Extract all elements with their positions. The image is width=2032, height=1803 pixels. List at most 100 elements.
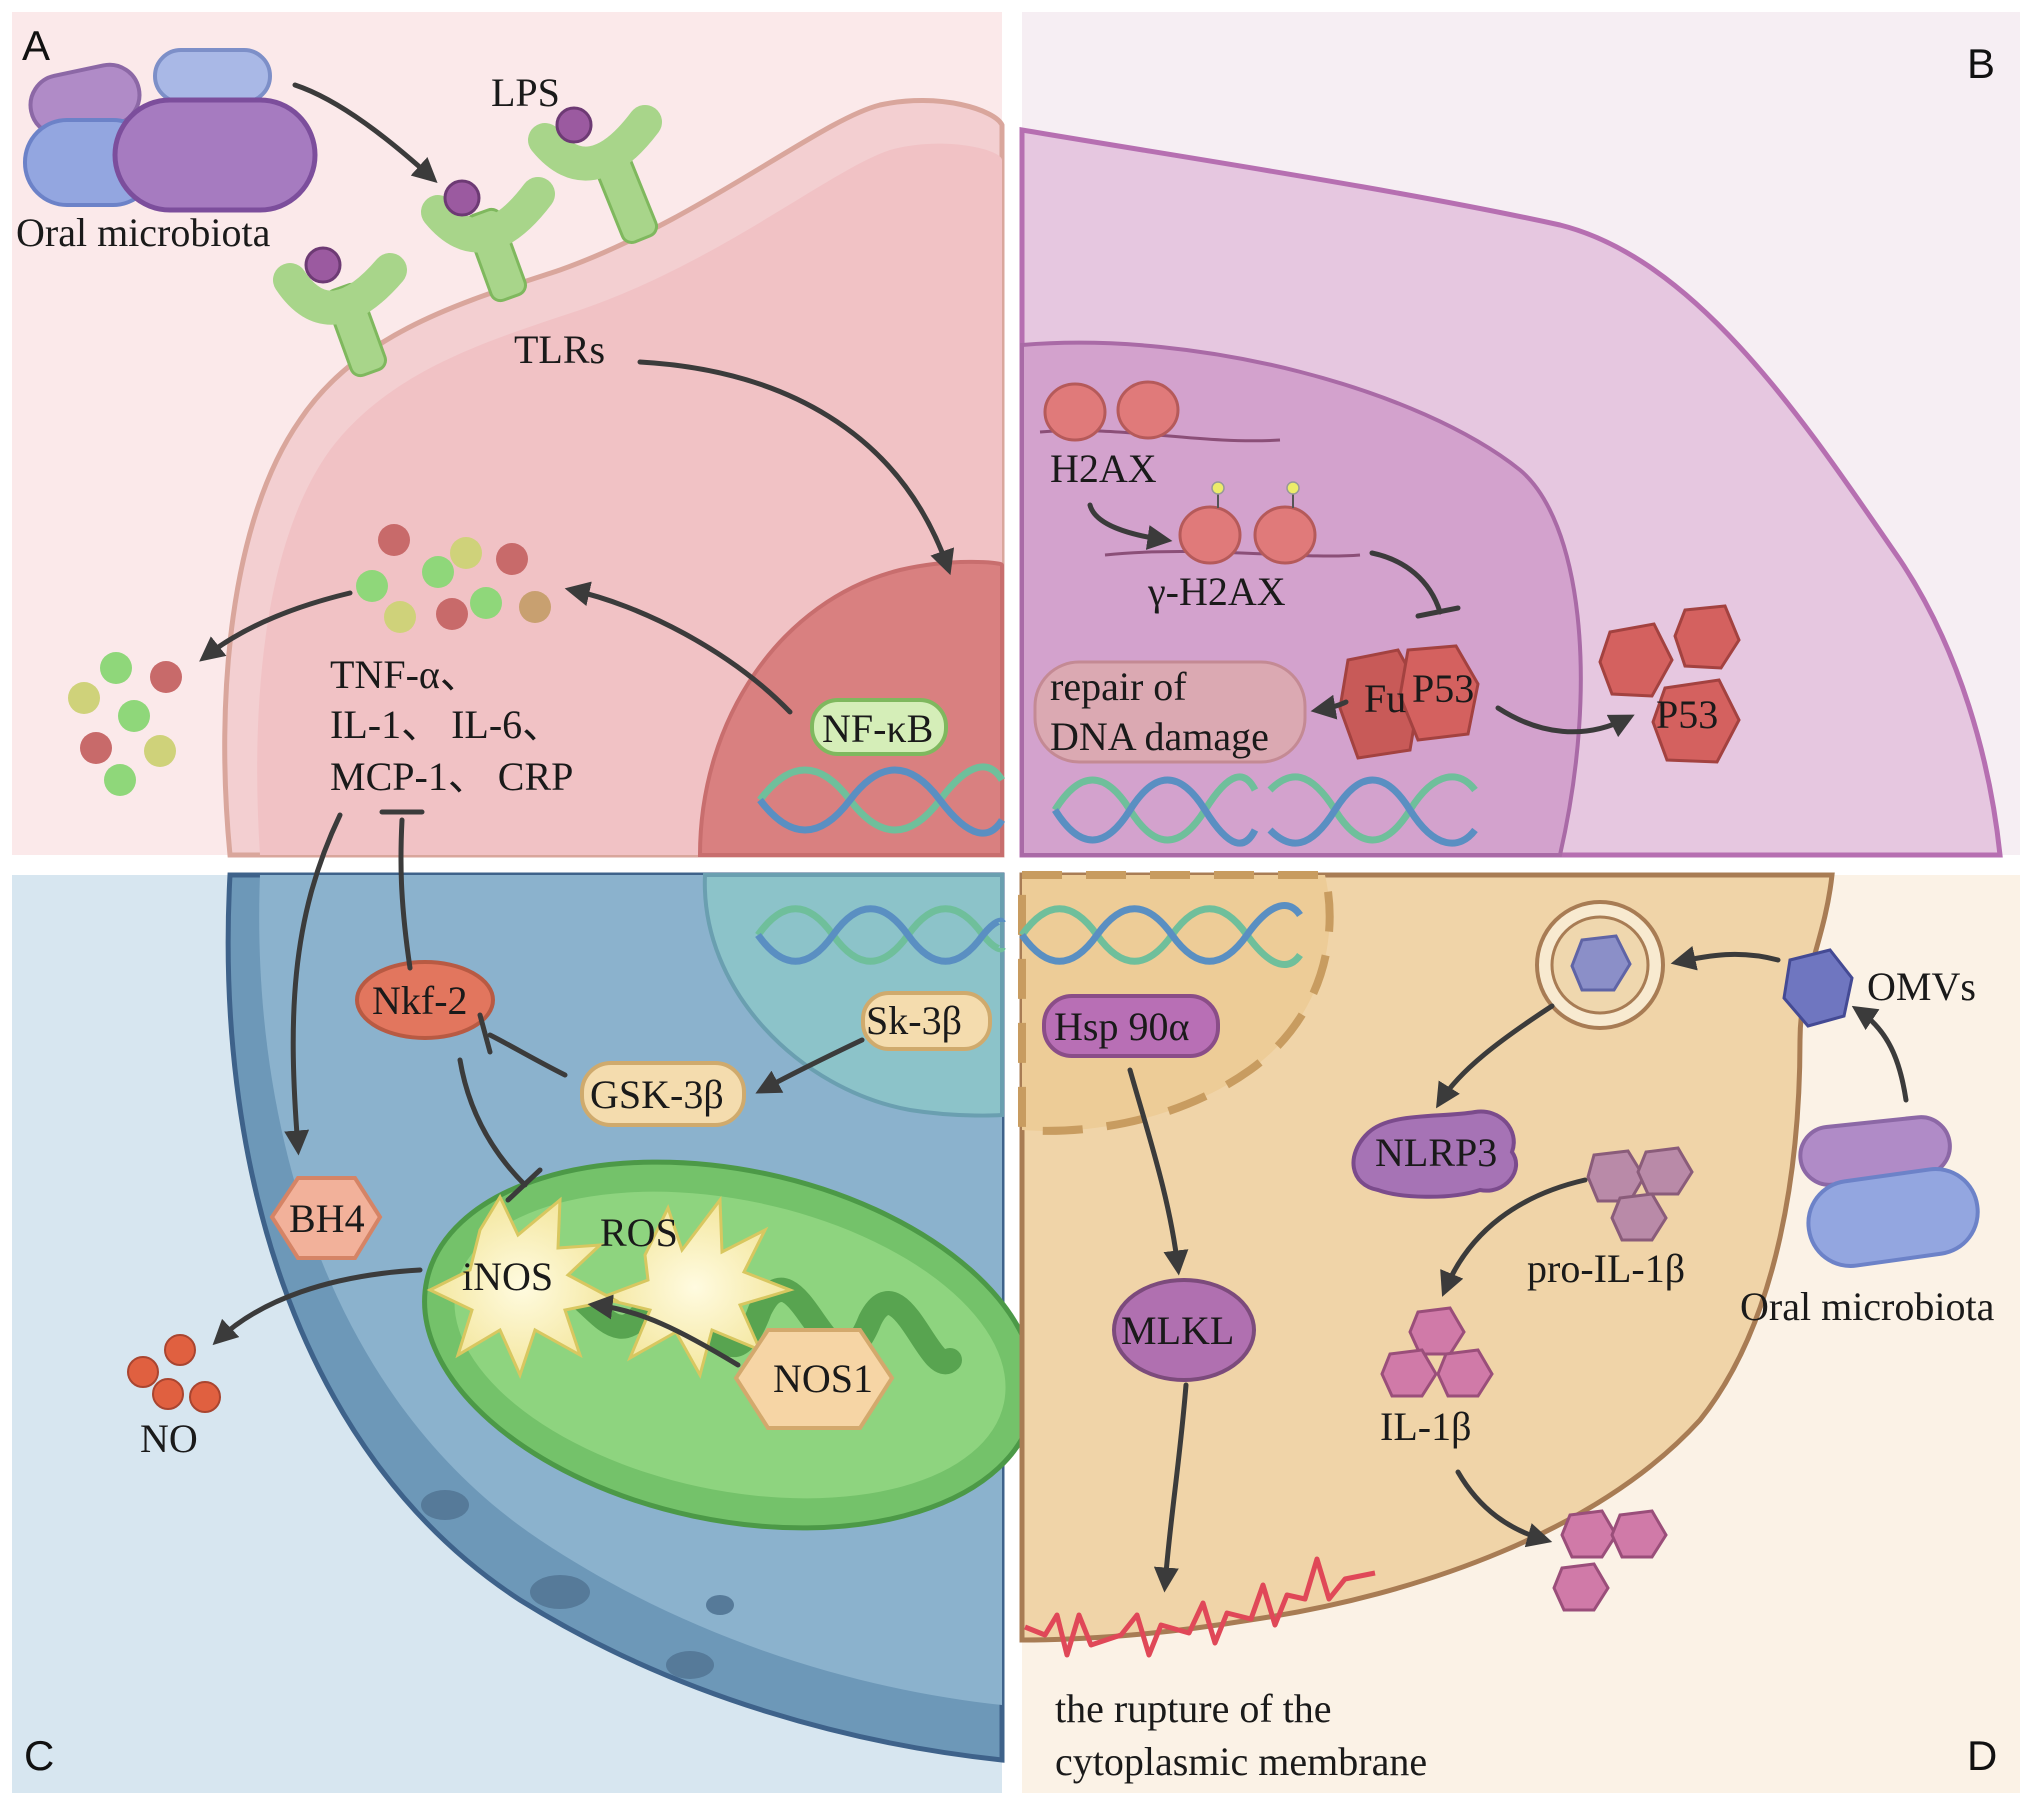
- fu-p53-complex-icon: [1338, 644, 1480, 760]
- cytokines-label-line1: TNF-α、: [330, 652, 480, 697]
- dna-helix-c: [755, 905, 1006, 965]
- il1b-icon: [1380, 1306, 1494, 1398]
- panel-d: D Hsp 90α OMVs NLRP3 pro-IL-1β IL-1β MLK…: [1018, 871, 2020, 1793]
- arrow-hsp-to-mlkl: [1127, 1067, 1189, 1276]
- gsk3b-label: GSK-3β: [590, 1072, 724, 1117]
- mlkl-ellipse: [1112, 1278, 1256, 1382]
- arrow-microbiota-to-omv: [1851, 1005, 1909, 1103]
- nfkb-pill: [810, 698, 948, 756]
- inos-label: iNOS: [462, 1254, 553, 1299]
- cell-vesicles-icon: [421, 1490, 734, 1679]
- arrow-nos1-to-inos: [587, 1294, 741, 1368]
- oral-microbiota-a-label: Oral microbiota: [16, 210, 271, 255]
- cytokines-label-line3: MCP-1、 CRP: [330, 754, 573, 799]
- inhibit-nkf2-inos: [457, 1057, 528, 1188]
- gamma-h2ax-nucleosomes-icon: [1178, 481, 1317, 565]
- nos1-hexagon: [733, 1328, 895, 1430]
- panel-c-nucleus: [702, 873, 1004, 1118]
- sk3b-label: Sk-3β: [866, 998, 962, 1043]
- panel-d-letter: D: [1967, 1732, 1997, 1779]
- p53-free-label: P53: [1656, 692, 1718, 737]
- ros-burst-icon: [594, 1195, 795, 1379]
- arrow-mlkl-to-membrane: [1153, 1382, 1189, 1593]
- sk3b-pill: [861, 991, 992, 1051]
- inhibit-nkf2-cytokines: [398, 817, 413, 971]
- arrow-sk-to-gsk: [755, 1037, 865, 1094]
- bh4-hexagon: [269, 1176, 383, 1260]
- oral-microbiota-d-icon: [1798, 1115, 1980, 1268]
- arrow-p53-release: [1495, 705, 1635, 738]
- endosome-icon: [1535, 900, 1665, 1030]
- dna-helix-b: [1052, 773, 1478, 847]
- nlrp3-label: NLRP3: [1375, 1130, 1497, 1175]
- nlrp3-blob: [1351, 1109, 1519, 1199]
- gamma-h2ax-label: γ-H2AX: [1147, 569, 1286, 614]
- arrow-tlr-to-nucleus: [637, 359, 955, 576]
- lps-label: LPS: [491, 70, 560, 115]
- free-p53-icon: [1598, 604, 1741, 764]
- dna-helix-a: [757, 763, 1005, 837]
- h2ax-nucleosomes-icon: [1043, 380, 1180, 442]
- arrow-il1b-secretion: [1455, 1469, 1553, 1548]
- secreted-il1b-icon: [1552, 1509, 1668, 1612]
- panel-c-letter: C: [24, 1732, 54, 1779]
- arrow-pro-to-il1b: [1440, 1177, 1588, 1297]
- inhibit-gamma-h2ax-fu: [1369, 550, 1443, 615]
- inhibit-bar-fu: [1415, 605, 1461, 619]
- repair-label-line2: DNA damage: [1050, 714, 1269, 759]
- secreted-cytokines-icon: [68, 652, 182, 796]
- pro-il1b-icon: [1586, 1146, 1694, 1242]
- nfkb-label: NF-κB: [822, 706, 933, 751]
- rupture-label-line2: cytoplasmic membrane: [1055, 1739, 1427, 1784]
- arrow-endosome-to-nlrp3: [1436, 1003, 1555, 1109]
- panel-b: B H2AX γ-H2AX repair of DNA damage Fu P5…: [1019, 12, 2020, 858]
- arrow-nfkb-to-cytokines: [564, 581, 793, 715]
- omv-icon: [1782, 948, 1854, 1028]
- arrow-omv-to-endosome: [1670, 946, 1781, 971]
- dna-helix-d: [1019, 902, 1303, 968]
- arrow-cytokine-secretion: [199, 590, 353, 662]
- rupture-label-line1: the rupture of the: [1055, 1686, 1332, 1731]
- cytokine-cluster-icon: [356, 524, 551, 633]
- tlrs-label: TLRs: [514, 327, 605, 372]
- repair-label-line1: repair of: [1050, 664, 1187, 709]
- inhibit-bar-inos: [505, 1167, 543, 1203]
- bh4-label: BH4: [289, 1196, 365, 1241]
- chromatin-strand-mid: [1104, 550, 1361, 558]
- ros-label: ROS: [600, 1210, 678, 1255]
- hsp90a-label: Hsp 90α: [1054, 1004, 1189, 1049]
- il1b-label: IL-1β: [1380, 1404, 1471, 1449]
- arrow-microbiota-to-tlr: [292, 82, 438, 184]
- no-molecules-icon: [127, 1334, 221, 1413]
- panel-c: C Nkf-2 Sk-3β GSK-3β BH4 ROS iNOS NOS1 N…: [12, 809, 1038, 1793]
- arrow-h2ax-to-gamma: [1087, 502, 1173, 550]
- nos1-label: NOS1: [773, 1356, 873, 1401]
- pro-il1b-label: pro-IL-1β: [1527, 1246, 1685, 1291]
- tlr-receptor-2-icon: [421, 177, 555, 303]
- panel-a-letter: A: [22, 22, 50, 69]
- oral-microbiota-a-icon: [23, 48, 318, 213]
- nkf2-label: Nkf-2: [372, 978, 468, 1023]
- inhibit-bar-nkf2: [477, 1012, 493, 1055]
- tlr-receptor-1-icon: [273, 246, 407, 378]
- oral-microbiota-d-label: Oral microbiota: [1740, 1284, 1995, 1329]
- arrow-fu-to-repair: [1310, 694, 1349, 720]
- arrow-cytokines-to-bh4: [284, 812, 343, 1156]
- gsk3b-pill: [580, 1061, 746, 1127]
- p53-bound-label: P53: [1412, 666, 1474, 711]
- cytokines-label-line2: IL-1、 IL-6、: [330, 702, 562, 747]
- nkf2-ellipse: [355, 960, 495, 1040]
- inos-burst-icon: [426, 1193, 620, 1380]
- ruptured-membrane-icon: [1024, 1556, 1376, 1658]
- no-label: NO: [140, 1416, 198, 1461]
- arrow-inos-to-no: [212, 1267, 423, 1346]
- repair-box: [1033, 660, 1307, 764]
- panel-a: A Oral microbiota LPS TLRs TNF-α、 IL-1、 …: [12, 12, 1005, 858]
- omvs-label: OMVs: [1867, 964, 1976, 1009]
- h2ax-label: H2AX: [1050, 446, 1157, 491]
- panel-b-letter: B: [1967, 40, 1995, 87]
- mlkl-label: MLKL: [1121, 1308, 1234, 1353]
- hsp90a-pill: [1042, 994, 1220, 1058]
- fu-label: Fu: [1364, 676, 1406, 721]
